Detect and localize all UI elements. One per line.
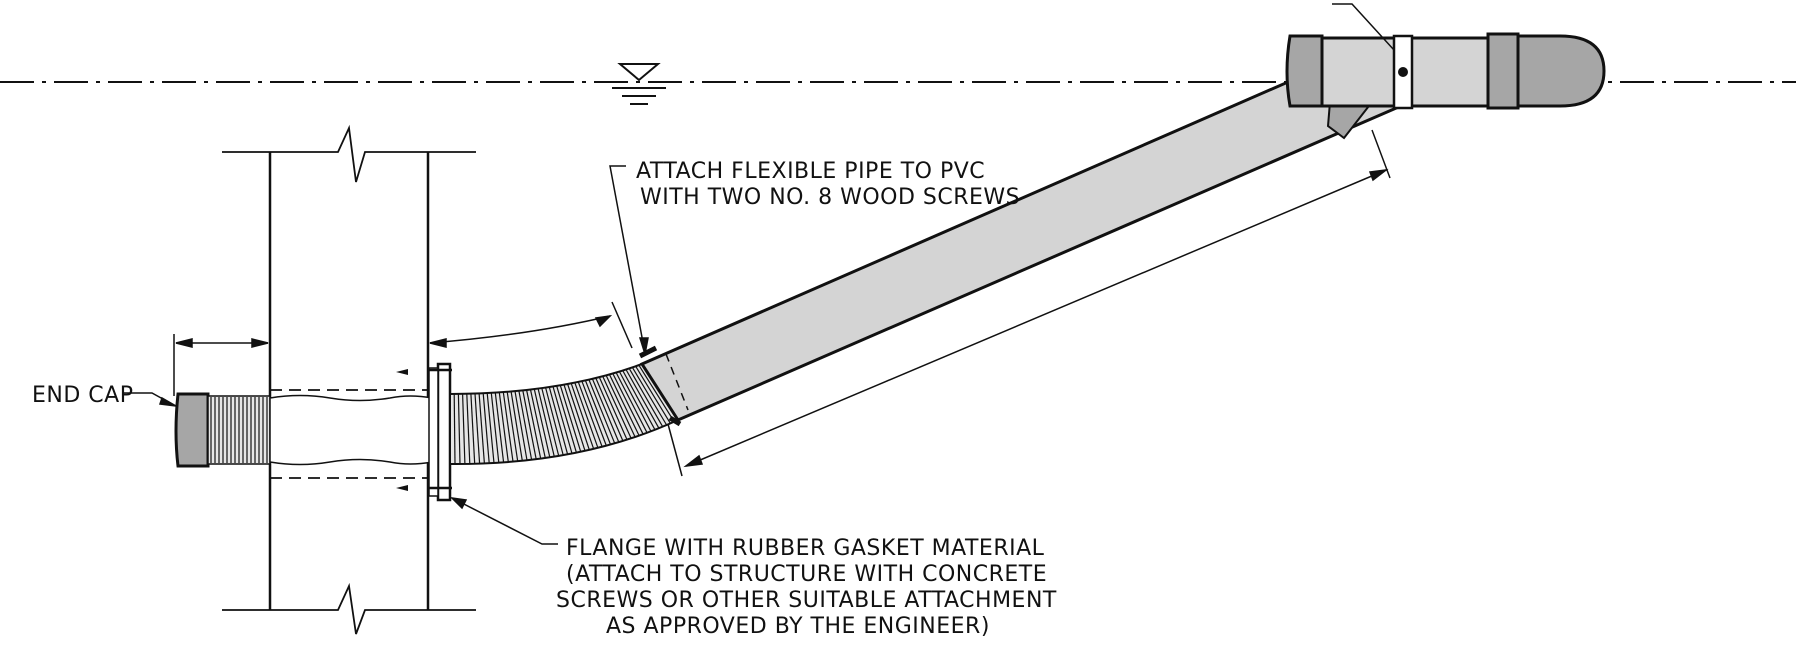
flange-note-line-3: SCREWS OR OTHER SUITABLE ATTACHMENT [556, 588, 1057, 613]
dimension-bend-arc [429, 301, 633, 349]
dimension-pvc-length [667, 129, 1391, 477]
flange-note-line-4: AS APPROVED BY THE ENGINEER) [606, 614, 990, 639]
water-level-icon [612, 63, 666, 105]
end-cap-label: END CAP [32, 383, 133, 408]
structure-wall [222, 124, 476, 635]
attach-note-line-1: ATTACH FLEXIBLE PIPE TO PVC [636, 159, 985, 184]
end-cap [174, 392, 210, 468]
coupling-hidden-lines [665, 353, 689, 411]
attach-note-line-2: WITH TWO NO. 8 WOOD SCREWS [640, 185, 1020, 210]
flange-note-line-1: FLANGE WITH RUBBER GASKET MATERIAL [566, 536, 1045, 561]
attach-note-leader [609, 165, 649, 355]
screw-marks [638, 345, 682, 427]
dimension-cap-to-wall [173, 334, 269, 396]
tee-leader [1332, 3, 1395, 51]
flange-note-leader [449, 496, 558, 545]
flange-note-line-2: (ATTACH TO STRUCTURE WITH CONCRETE [566, 562, 1047, 587]
hidden-arrow-marks [396, 369, 408, 491]
corrugated-pipe-left [207, 395, 271, 465]
corrugated-pipe-in-wall [269, 394, 433, 466]
flange-gasket [428, 362, 452, 502]
hidden-pipe-lines [270, 389, 440, 479]
pvc-pipe [639, 80, 1416, 422]
flexible-pipe-bend [449, 362, 680, 466]
end-cap-leader [124, 392, 177, 407]
tee-fitting [1285, 32, 1606, 140]
